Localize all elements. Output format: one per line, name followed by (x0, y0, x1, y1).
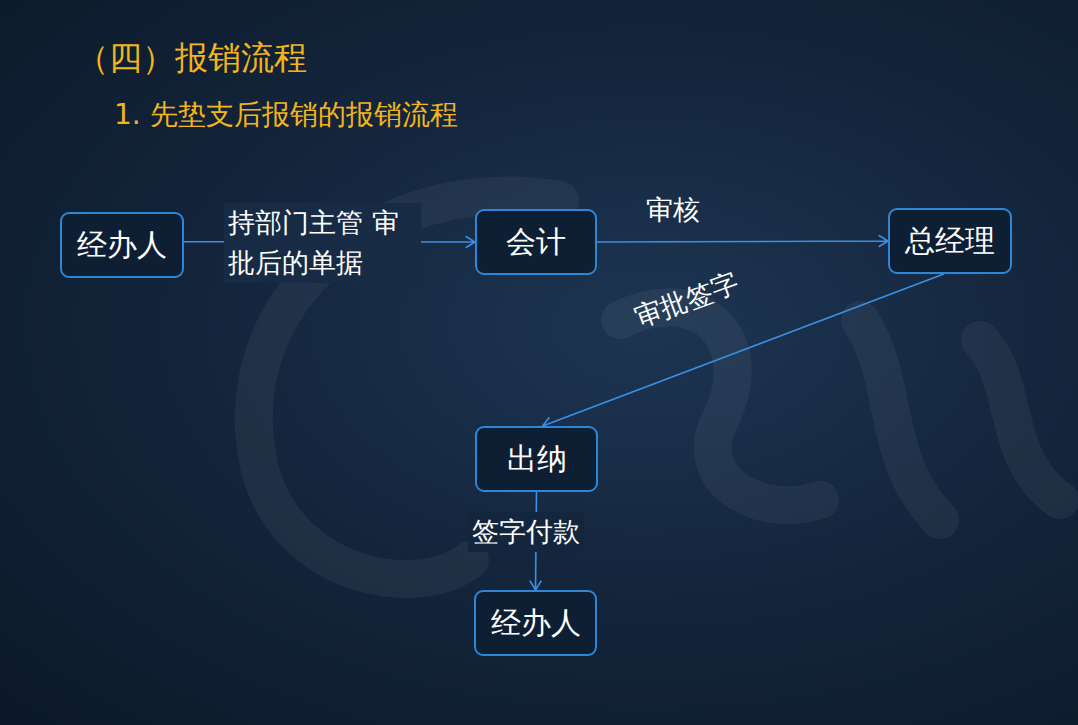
process-box: 经办人 (60, 212, 184, 278)
edge-label: 审核 (642, 190, 704, 230)
process-box: 出纳 (475, 426, 598, 492)
node-text: 经办人 (491, 603, 581, 644)
subtitle: 1. 先垫支后报销的报销流程 (114, 96, 458, 134)
process-box: 总经理 (888, 208, 1012, 274)
slide-title: （四）报销流程 (76, 36, 307, 81)
node-text: 出纳 (507, 439, 567, 480)
process-box: 经办人 (474, 590, 597, 656)
node-text: 总经理 (905, 221, 995, 262)
edge-label: 持部门主管 审批后的单据 (224, 203, 421, 283)
flow-arrow (543, 274, 944, 428)
flow-arrow (597, 235, 888, 246)
node-text: 会计 (506, 222, 566, 263)
edge-label: 签字付款 (468, 512, 584, 552)
node-text: 经办人 (77, 225, 167, 266)
process-box: 会计 (475, 209, 597, 275)
